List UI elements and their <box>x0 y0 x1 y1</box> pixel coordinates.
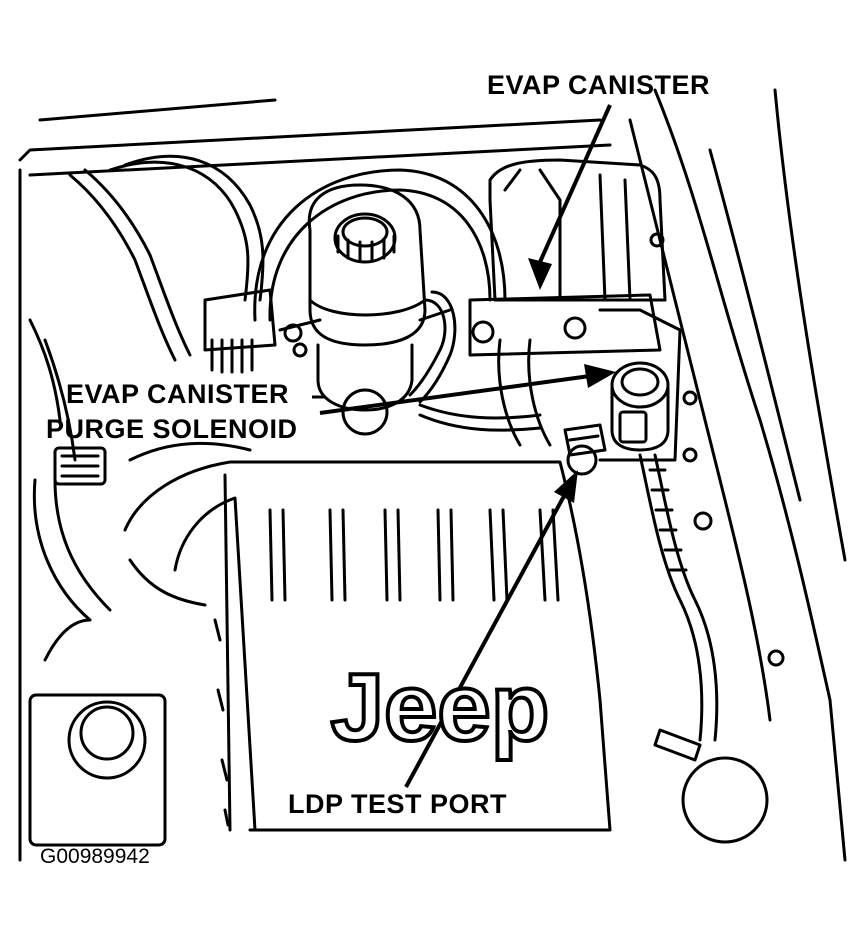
label-evap-canister: EVAP CANISTER <box>487 70 711 100</box>
label-ldp-test-port: LDP TEST PORT <box>288 789 508 819</box>
brake-lines <box>408 290 542 432</box>
wiring-harness-right <box>638 453 785 742</box>
arrowhead-ldp-test-port <box>554 470 578 503</box>
ldp-test-port <box>563 423 607 476</box>
brake-booster <box>253 168 507 322</box>
arrow-ldp-test-port <box>404 495 566 788</box>
figure-id: G00989942 <box>40 845 150 868</box>
air-cleaner-housing <box>123 460 612 832</box>
purge-solenoid <box>598 308 698 463</box>
master-cylinder-reservoir <box>278 183 452 436</box>
evap-canister <box>468 158 667 447</box>
fender-outline <box>18 88 847 862</box>
component-right <box>653 728 769 844</box>
arrow-purge-solenoid <box>319 374 591 415</box>
callout-arrows <box>312 104 616 788</box>
reservoir-cap-left <box>28 693 167 847</box>
wiring-connector-left <box>53 288 277 486</box>
label-purge-solenoid-line2: PURGE SOLENOID <box>46 414 298 444</box>
arrowhead-evap-canister <box>528 258 552 290</box>
jeep-emblem: Jeep <box>331 654 550 761</box>
label-purge-solenoid-line1: EVAP CANISTER <box>66 379 290 409</box>
arrowhead-purge-solenoid <box>584 364 616 388</box>
arrow-evap-canister <box>538 104 612 263</box>
